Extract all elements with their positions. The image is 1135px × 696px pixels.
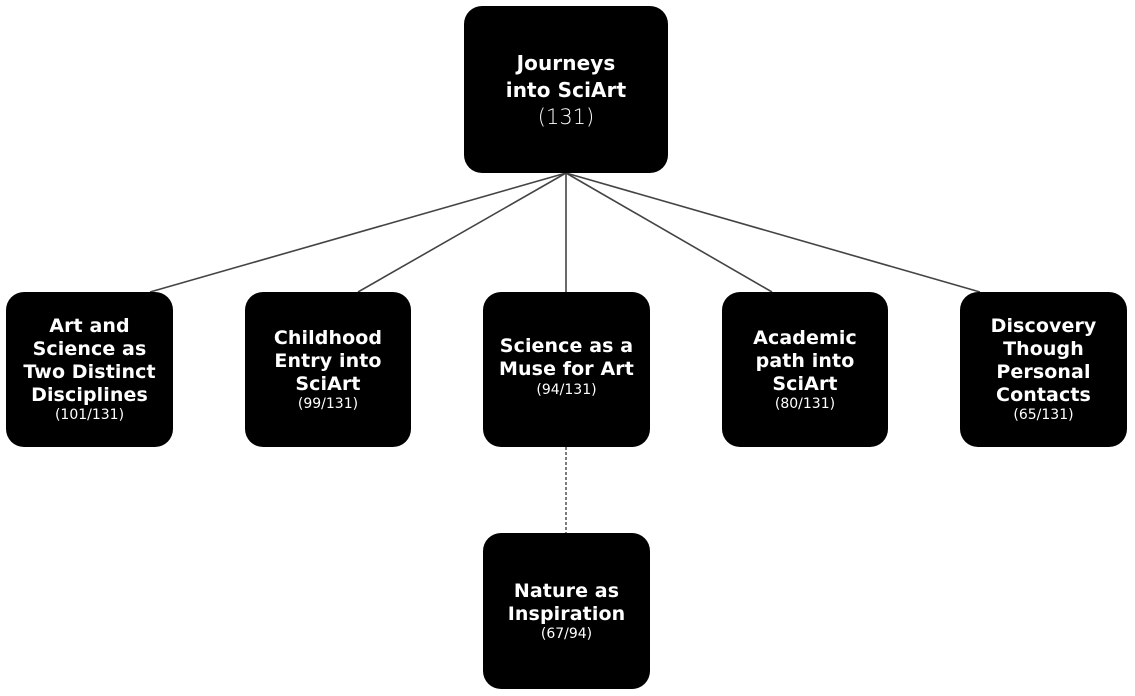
node-childhood-entry: Childhood Entry into SciArt (99/131) xyxy=(245,292,411,447)
node-nature-inspiration-count: (67/94) xyxy=(540,625,593,642)
node-art-and-science-count: (101/131) xyxy=(54,407,125,423)
node-academic-path: Academic path into SciArt (80/131) xyxy=(722,292,888,447)
node-discovery-contacts: Discovery Though Personal Contacts (65/1… xyxy=(960,292,1127,447)
connector-root-to-childhood-entry xyxy=(357,172,567,293)
root-node: Journeys into SciArt (131) xyxy=(464,6,668,173)
connector-root-to-discovery-contacts xyxy=(565,172,981,293)
node-science-muse-count: (94/131) xyxy=(536,382,597,398)
node-discovery-contacts-count: (65/131) xyxy=(1013,407,1074,423)
node-academic-path-title: Academic path into SciArt xyxy=(753,326,857,395)
node-art-and-science-title: Art and Science as Two Distinct Discipli… xyxy=(23,315,156,406)
connector-root-to-academic-path xyxy=(565,172,773,293)
node-academic-path-count: (80/131) xyxy=(774,395,836,412)
node-science-muse: Science as a Muse for Art (94/131) xyxy=(483,292,650,447)
node-art-and-science: Art and Science as Two Distinct Discipli… xyxy=(6,292,173,447)
node-nature-inspiration: Nature as Inspiration (67/94) xyxy=(483,533,650,689)
node-discovery-contacts-title: Discovery Though Personal Contacts xyxy=(990,315,1097,406)
node-science-muse-title: Science as a Muse for Art xyxy=(499,335,634,380)
root-node-count: (131) xyxy=(537,104,595,129)
node-childhood-entry-count: (99/131) xyxy=(297,395,359,412)
root-node-title: Journeys into SciArt xyxy=(505,50,627,102)
node-nature-inspiration-title: Nature as Inspiration xyxy=(507,579,626,625)
node-childhood-entry-title: Childhood Entry into SciArt xyxy=(273,326,383,395)
connector-root-to-art-and-science xyxy=(149,172,567,293)
